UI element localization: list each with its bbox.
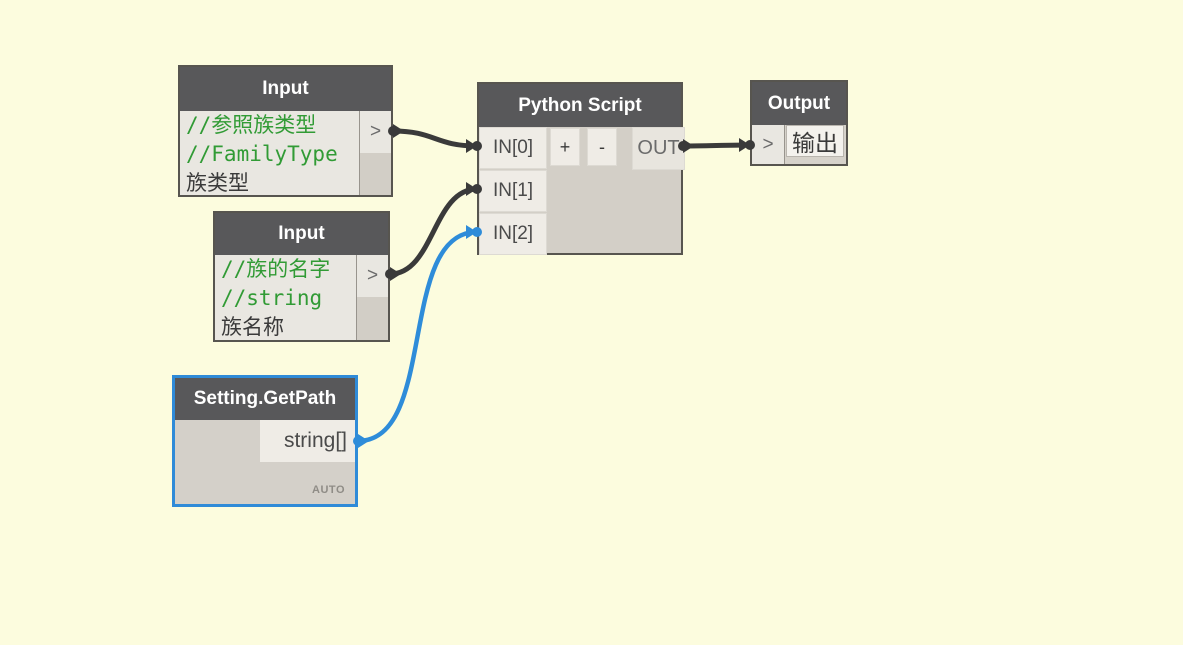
node-input-2-title: Input [278,223,325,244]
lacing-label: AUTO [312,484,345,496]
port-label-string-array: string[] [283,429,347,452]
plus-icon: + [559,136,571,157]
node-setting-getpath-header[interactable]: Setting.GetPath [175,378,355,420]
node-setting-getpath-title: Setting.GetPath [193,388,337,409]
node-output-title: Output [767,92,831,114]
wire-input1-to-in0[interactable] [390,128,480,149]
node-input-2[interactable]: Input //族的名字 //string 族名称 > [213,211,390,342]
port-strip-filler [360,153,391,195]
code-comment-line: //参照族类型 [186,113,317,137]
port-label-in1: IN[1] [492,180,534,201]
input-port-chevron: > [762,133,774,155]
node-python-script[interactable]: Python Script IN[0] IN[1] IN[2] + - OUT [477,82,685,255]
node-input-2-header[interactable]: Input [215,213,388,255]
getpath-lacing-control[interactable]: AUTO [312,484,345,496]
python-remove-input-button[interactable]: - [587,128,617,166]
connector-arrow [739,138,750,152]
node-input-2-code-editor[interactable]: //族的名字 //string 族名称 [215,255,356,340]
node-input-1[interactable]: Input //参照族类型 //FamilyType 族类型 > [178,65,393,197]
code-comment-line: //string [221,286,323,310]
code-comment-line: //FamilyType [186,142,338,166]
node-output-input-port[interactable]: > [752,125,785,164]
python-output-port-out[interactable]: OUT [632,127,685,170]
output-port-chevron: > [369,121,382,142]
code-comment-line: //族的名字 [221,257,331,281]
connector-arrow-blue [466,225,477,239]
python-input-port-in0[interactable]: IN[0] [479,127,547,169]
wire-input2-to-in1[interactable] [387,186,480,277]
node-input-2-port-strip: > [356,255,388,340]
connector-arrow [466,182,477,196]
connector-arrow-blue [358,434,369,448]
python-input-port-in2[interactable]: IN[2] [479,213,547,255]
connector-arrow [390,267,401,281]
node-output[interactable]: Output > 输出 [750,80,848,166]
node-input-1-output-port[interactable]: > [360,111,391,153]
port-strip-filler [357,297,388,340]
node-input-1-port-strip: > [359,111,391,195]
node-input-1-code-editor[interactable]: //参照族类型 //FamilyType 族类型 [180,111,359,195]
python-input-port-in1[interactable]: IN[1] [479,170,547,212]
output-port-chevron: > [366,265,379,286]
node-input-1-header[interactable]: Input [180,67,391,111]
node-output-header[interactable]: Output [752,82,846,125]
node-python-script-title: Python Script [518,94,642,116]
wire-out-to-output[interactable] [680,142,753,149]
output-name-value: 输出 [792,130,838,156]
node-python-script-header[interactable]: Python Script [479,84,681,127]
port-label-in0: IN[0] [492,137,534,158]
minus-icon: - [599,136,605,157]
node-input-2-output-port[interactable]: > [357,255,388,297]
node-setting-getpath[interactable]: Setting.GetPath string[] AUTO [172,375,358,507]
port-label-in2: IN[2] [492,223,534,244]
node-input-1-title: Input [262,78,309,99]
getpath-output-port-string[interactable]: string[] [260,420,355,462]
code-value-line: 族名称 [221,315,284,339]
python-add-input-button[interactable]: + [550,128,580,166]
code-value-line: 族类型 [186,171,249,195]
port-label-out: OUT [637,137,680,159]
output-name-field[interactable]: 输出 [786,125,844,157]
connector-arrow [393,124,404,138]
connector-arrow [466,139,477,153]
